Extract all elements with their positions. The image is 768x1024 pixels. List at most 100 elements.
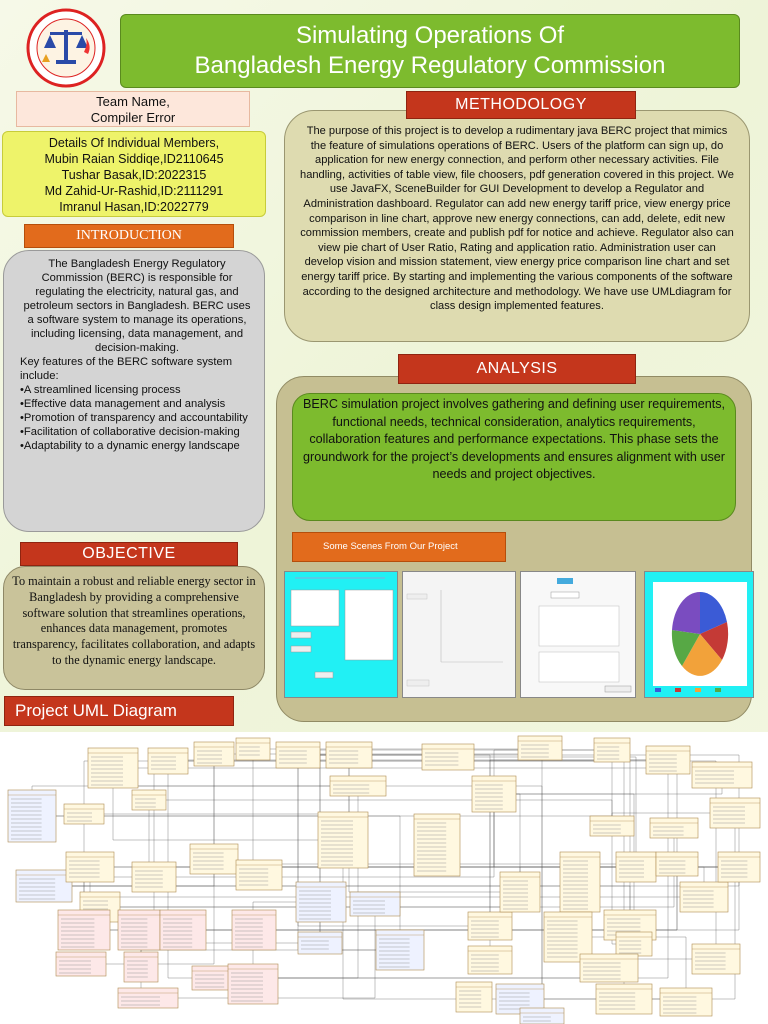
uml-class-box bbox=[131, 861, 177, 893]
uml-class-box bbox=[295, 881, 347, 923]
feature-item: •A streamlined licensing process bbox=[20, 384, 181, 396]
uml-class-box bbox=[147, 747, 189, 775]
uml-connector bbox=[44, 754, 215, 887]
team-label: Team Name, bbox=[96, 94, 170, 109]
uml-class-box bbox=[317, 811, 369, 869]
uml-class-box bbox=[517, 735, 563, 761]
uml-class-box bbox=[615, 851, 657, 883]
introduction-heading: INTRODUCTION bbox=[24, 224, 234, 248]
member-1: Mubin Raian Siddiqe,ID2110645 bbox=[44, 152, 224, 166]
uml-class-box bbox=[231, 909, 277, 951]
uml-class-box bbox=[595, 983, 653, 1015]
uml-connector bbox=[99, 896, 704, 907]
introduction-paragraph: The Bangladesh Energy Regulatory Commiss… bbox=[23, 258, 251, 354]
uml-class-box bbox=[235, 737, 271, 761]
feature-item: •Facilitation of collaborative decision-… bbox=[20, 426, 240, 438]
uml-class-box bbox=[455, 981, 493, 1013]
uml-connector bbox=[83, 760, 168, 814]
members-heading: Details Of Individual Members, bbox=[48, 136, 220, 150]
uml-class-box bbox=[413, 813, 461, 877]
uml-connector bbox=[112, 768, 343, 841]
uml-class-box bbox=[679, 881, 729, 913]
scene-screenshot-3 bbox=[520, 571, 636, 698]
member-4: Imranul Hasan,ID:2022779 bbox=[59, 200, 209, 214]
uml-connector bbox=[148, 904, 376, 999]
uml-diagram bbox=[0, 732, 768, 1024]
member-3: Md Zahid-Ur-Rashid,ID:2111291 bbox=[44, 184, 224, 198]
members-box: Details Of Individual Members, Mubin Rai… bbox=[2, 131, 266, 217]
uml-class-box bbox=[117, 909, 161, 951]
uml-class-box bbox=[471, 775, 517, 813]
team-name-box: Team Name, Compiler Error bbox=[16, 91, 250, 127]
uml-class-box bbox=[117, 987, 179, 1009]
uml-class-box bbox=[519, 1007, 565, 1024]
objective-heading: OBJECTIVE bbox=[20, 542, 238, 566]
uml-class-box bbox=[15, 869, 73, 903]
uml-class-box bbox=[559, 851, 601, 913]
uml-class-box bbox=[63, 803, 105, 825]
feature-item: •Effective data management and analysis bbox=[20, 398, 226, 410]
uml-class-box bbox=[593, 737, 631, 763]
uml-class-box bbox=[655, 851, 699, 877]
uml-class-box bbox=[193, 741, 235, 767]
uml-class-box bbox=[57, 909, 111, 951]
uml-class-diagram bbox=[7, 735, 761, 1024]
uml-class-box bbox=[297, 931, 343, 955]
scene-screenshot-2 bbox=[402, 571, 516, 698]
uml-class-box bbox=[123, 951, 159, 983]
uml-class-box bbox=[709, 797, 761, 829]
uml-class-box bbox=[615, 931, 653, 957]
uml-class-box bbox=[325, 741, 373, 769]
uml-connector bbox=[358, 785, 543, 1016]
uml-class-box bbox=[159, 909, 207, 951]
uml-class-box bbox=[659, 987, 713, 1017]
berc-logo bbox=[14, 8, 118, 88]
uml-class-box bbox=[189, 843, 239, 875]
uml-class-box bbox=[649, 817, 699, 839]
uml-class-box bbox=[131, 789, 167, 811]
features-intro: Key features of the BERC software system… bbox=[20, 356, 233, 382]
uml-class-box bbox=[235, 859, 283, 891]
analysis-heading: ANALYSIS bbox=[398, 354, 636, 384]
uml-class-box bbox=[375, 929, 425, 971]
uml-connector bbox=[183, 864, 678, 931]
title-line-2: Bangladesh Energy Regulatory Commission bbox=[194, 52, 666, 79]
uml-connector bbox=[149, 799, 613, 826]
methodology-heading: METHODOLOGY bbox=[406, 91, 636, 119]
uml-class-box bbox=[227, 963, 279, 1005]
scene-screenshot-1 bbox=[284, 571, 398, 698]
uml-class-box bbox=[7, 789, 57, 843]
uml-class-box bbox=[499, 871, 541, 913]
methodology-text: The purpose of this project is to develo… bbox=[284, 110, 750, 342]
introduction-box: The Bangladesh Energy Regulatory Commiss… bbox=[3, 250, 265, 532]
member-2: Tushar Basak,ID:2022315 bbox=[61, 168, 207, 182]
uml-class-box bbox=[691, 761, 753, 789]
uml-class-box bbox=[467, 911, 513, 941]
poster-title: Simulating Operations Of Bangladesh Ener… bbox=[120, 14, 740, 88]
uml-class-box bbox=[691, 943, 741, 975]
uml-connector bbox=[494, 775, 723, 795]
uml-class-box bbox=[579, 953, 639, 983]
scene-screenshot-4-pie-chart bbox=[644, 571, 754, 698]
uml-connector bbox=[494, 793, 635, 944]
analysis-text: BERC simulation project involves gatheri… bbox=[292, 393, 736, 521]
uml-class-box bbox=[645, 745, 691, 775]
uml-class-box bbox=[543, 911, 593, 963]
objective-text: To maintain a robust and reliable energy… bbox=[3, 566, 265, 690]
uml-class-box bbox=[329, 775, 387, 797]
uml-class-box bbox=[275, 741, 321, 769]
uml-class-box bbox=[421, 743, 475, 771]
feature-item: •Adaptability to a dynamic energy landsc… bbox=[20, 440, 240, 452]
title-line-1: Simulating Operations Of bbox=[295, 22, 565, 49]
uml-class-box bbox=[349, 891, 401, 917]
feature-item: •Promotion of transparency and accountab… bbox=[20, 412, 248, 424]
scenes-heading: Some Scenes From Our Project bbox=[292, 532, 506, 562]
uml-class-box bbox=[65, 851, 115, 883]
uml-class-box bbox=[55, 951, 107, 977]
uml-class-box bbox=[717, 851, 761, 883]
team-value: Compiler Error bbox=[90, 110, 176, 125]
uml-heading: Project UML Diagram bbox=[4, 696, 234, 726]
uml-class-box bbox=[87, 747, 139, 789]
uml-connector bbox=[448, 756, 637, 867]
uml-class-box bbox=[589, 815, 635, 837]
